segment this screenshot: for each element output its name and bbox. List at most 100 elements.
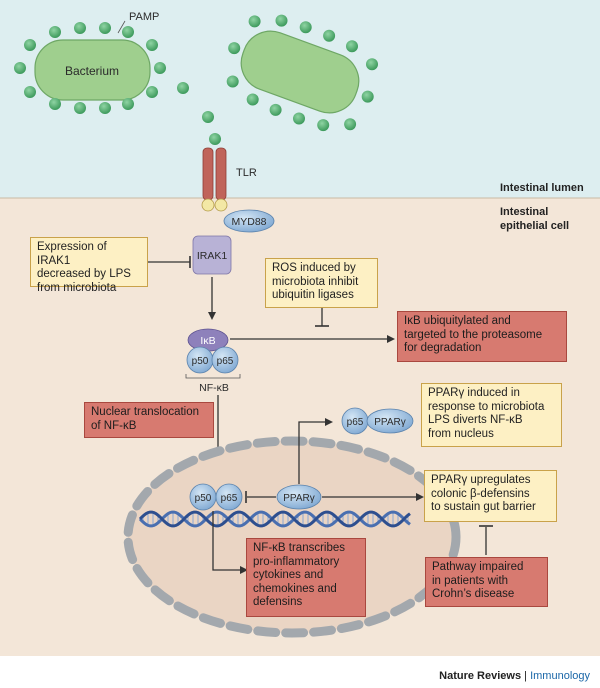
box-line: IκB ubiquitylated and — [404, 315, 511, 327]
nuclear-p50-label: p50 — [195, 493, 212, 504]
box-line: colonic β-defensins — [431, 487, 530, 500]
box-line: ROS induced by — [272, 262, 356, 274]
pamp-bead — [275, 14, 288, 27]
ikb-ubiquitylated-box: IκB ubiquitylated and targeted to the pr… — [397, 311, 567, 362]
box-line: Expression of IRAK1 — [37, 241, 107, 267]
box-line: for degradation — [404, 342, 482, 354]
complex-p65-label: p65 — [347, 417, 364, 428]
pamp-bead — [226, 75, 239, 88]
pamp-bead — [49, 26, 61, 38]
pamp-bead — [146, 39, 158, 51]
journal-name: Immunology — [530, 670, 590, 682]
pparg-export-arrow — [298, 418, 333, 484]
irak1 — [192, 235, 232, 275]
nfkb-transcribes-box: NF-κB transcribes pro-inflammatory cytok… — [246, 538, 366, 617]
box-line: Pathway impaired — [432, 561, 524, 573]
pamp-bead — [154, 62, 166, 74]
nuclear-pparg — [276, 484, 322, 510]
pamp-bead — [317, 119, 330, 132]
tlr-label: TLR — [236, 167, 257, 179]
pamp-bead — [346, 40, 358, 53]
box-line: pro-inflammatory — [253, 555, 340, 568]
ros-box: ROS induced by microbiota inhibit ubiqui… — [265, 258, 378, 308]
ikb-label: IκB — [200, 335, 215, 347]
irak1-label: IRAK1 — [197, 250, 228, 262]
ppar-induced-box: PPARγ induced in response to microbiota … — [421, 383, 562, 447]
pamp-bead — [24, 39, 36, 51]
footer-separator: | — [524, 670, 528, 682]
pamp-bead — [293, 112, 305, 125]
pamp-bead — [344, 118, 357, 131]
bacterium-left — [34, 39, 151, 101]
box-line: Crohn’s disease — [432, 588, 515, 600]
myd88 — [223, 209, 275, 233]
lumen-label: Intestinal lumen — [500, 182, 584, 194]
tlr-receptor — [201, 147, 228, 212]
nfkb-label: NF-κB — [199, 382, 229, 394]
pamp-bead — [361, 90, 374, 103]
p50-label: p50 — [192, 356, 209, 367]
dna-strand — [138, 510, 411, 528]
box-line: from nucleus — [428, 427, 494, 440]
pamp-bead — [24, 86, 36, 98]
nuclear-nfkb — [189, 483, 243, 511]
box-line: from microbiota — [37, 281, 117, 294]
pamp-bead — [299, 21, 312, 34]
myd88-label: MYD88 — [231, 216, 266, 228]
pamp-bead — [323, 29, 336, 42]
box-line: Nuclear translocation — [91, 406, 200, 418]
box-line: targeted to the proteasome — [404, 328, 543, 341]
epithelial-label-line1: Intestinal — [500, 206, 549, 218]
pamp-pointer — [117, 20, 126, 34]
pamp-bead — [366, 58, 378, 71]
box-line: decreased by LPS — [37, 268, 131, 280]
pamp-bead — [99, 22, 111, 34]
box-line: in patients with — [432, 574, 509, 587]
pamp-beads-right — [226, 14, 378, 132]
dna-helix — [138, 510, 411, 528]
pamp-bead — [269, 103, 282, 116]
box-line: of NF-κB — [91, 419, 137, 432]
free-pamp-beads — [177, 82, 221, 145]
p65-pparg-complex — [341, 407, 414, 435]
pamp-bead — [74, 102, 86, 114]
pamp-bead — [14, 62, 26, 74]
nuclear-pparg-label: PPARγ — [283, 493, 315, 504]
box-line: ubiquitin ligases — [272, 289, 354, 301]
pamp-bead — [228, 42, 241, 55]
pamp-bead — [49, 98, 61, 110]
ppar-upregulates-box: PPARγ upregulates colonic β-defensins to… — [424, 470, 557, 522]
box-line: cytokines and — [253, 569, 324, 581]
publisher-name: Nature Reviews — [439, 670, 522, 682]
pamp-bead — [99, 102, 111, 114]
box-line: PPARγ induced in — [428, 387, 520, 399]
pamp-beads-left — [14, 22, 166, 114]
complex-pparg-label: PPARγ — [374, 417, 406, 428]
pamp-bead — [248, 15, 261, 28]
irak-expression-box: Expression of IRAK1 decreased by LPS fro… — [30, 237, 148, 294]
box-line: NF-κB transcribes — [253, 542, 346, 554]
footer-credit: Nature Reviews | Immunology — [439, 670, 590, 682]
box-line: chemokines and — [253, 582, 337, 595]
box-line: LPS diverts NF-κB — [428, 414, 523, 426]
pamp-bead — [146, 86, 158, 98]
bacterium-right — [240, 30, 360, 114]
box-line: PPARγ upregulates — [431, 474, 531, 486]
box-line: response to microbiota — [428, 400, 545, 413]
nuclear-translocation-box: Nuclear translocation of NF-κB — [84, 402, 214, 438]
nuclear-p65-label: p65 — [221, 493, 238, 504]
p65-label: p65 — [217, 356, 234, 367]
box-line: microbiota inhibit — [272, 275, 359, 288]
pamp-bead — [122, 26, 134, 38]
epithelial-label-line2: epithelial cell — [500, 220, 570, 232]
transcription-arrow — [212, 511, 248, 574]
pamp-bead — [246, 93, 259, 106]
ikb-nfkb-complex — [186, 328, 239, 374]
pamp-bead — [74, 22, 86, 34]
box-line: to sustain gut barrier — [431, 501, 536, 513]
bacterium-label: Bacterium — [65, 64, 119, 78]
pathway-impaired-box: Pathway impaired in patients with Crohn’… — [425, 557, 548, 607]
pamp-bead — [122, 98, 134, 110]
pamp-label: PAMP — [129, 11, 159, 23]
